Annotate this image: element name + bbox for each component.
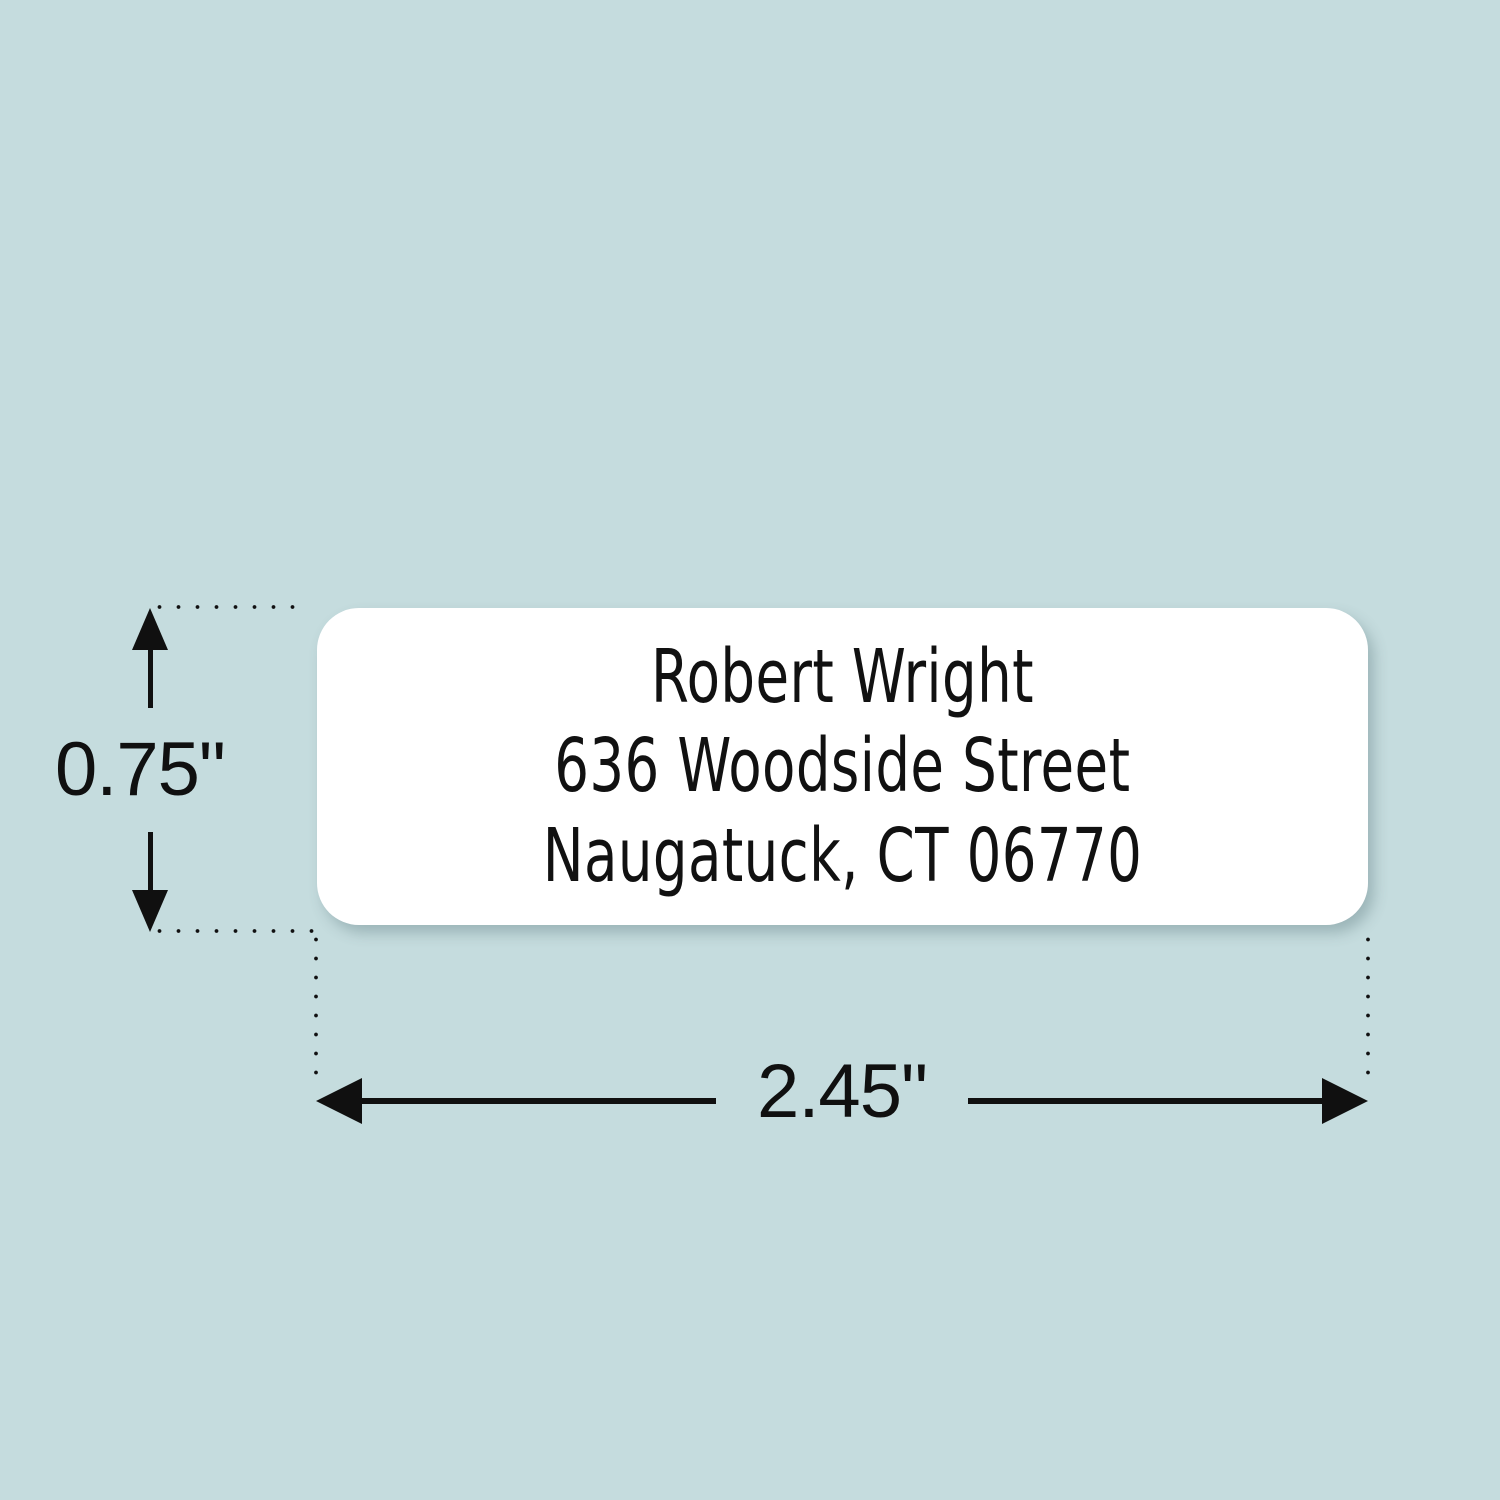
extension-line-top-left <box>150 604 302 610</box>
arrow-shaft <box>148 644 153 708</box>
address-line-street: 636 Woodside Street <box>554 722 1131 809</box>
extension-line-right-vertical <box>1365 930 1371 1088</box>
arrow-shaft <box>148 832 153 896</box>
height-dimension-label: 0.75" <box>55 727 226 812</box>
width-dimension-group: 2.45" <box>316 1050 1368 1134</box>
address-label-card: Robert Wright 636 Woodside Street Naugat… <box>317 608 1368 925</box>
address-line-city-state-zip: Naugatuck, CT 06770 <box>542 812 1143 899</box>
dimension-arrow-left <box>316 1078 716 1124</box>
dimension-arrow-up <box>132 608 168 708</box>
extension-line-bottom-left <box>150 928 318 934</box>
width-dimension-label: 2.45" <box>757 1049 928 1134</box>
arrowhead-up-icon <box>132 608 168 650</box>
arrowhead-right-icon <box>1322 1078 1368 1124</box>
arrow-shaft <box>968 1098 1326 1104</box>
dimension-arrow-down <box>132 832 168 932</box>
arrowhead-left-icon <box>316 1078 362 1124</box>
arrow-shaft <box>358 1098 716 1104</box>
extension-line-left-vertical <box>313 930 319 1088</box>
address-line-name: Robert Wright <box>651 633 1034 720</box>
dimension-arrow-right <box>968 1078 1368 1124</box>
arrowhead-down-icon <box>132 890 168 932</box>
